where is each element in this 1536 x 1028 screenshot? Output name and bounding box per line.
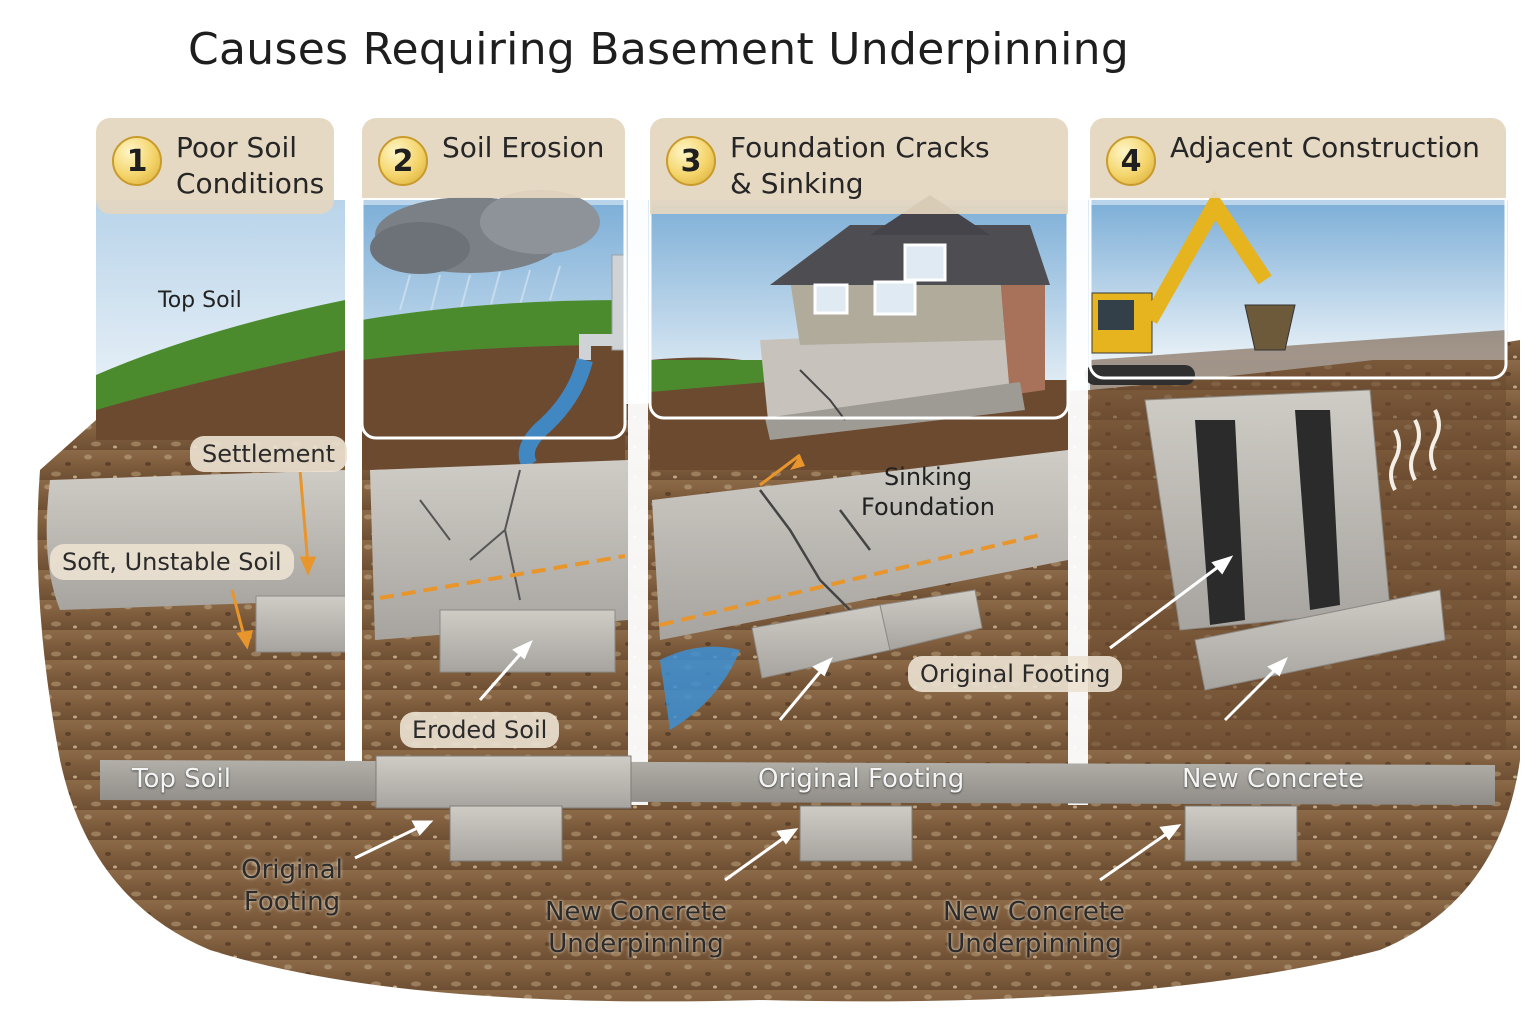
rain-cloud-icon: [370, 190, 600, 316]
label-settlement: Settlement: [190, 436, 348, 472]
excavator-icon: [1085, 189, 1296, 385]
band-label-new-concrete: New Concrete: [1182, 764, 1365, 794]
label-soft-soil: Soft, Unstable Soil: [50, 544, 294, 580]
panel-3-label: Foundation Cracks & Sinking: [730, 131, 990, 200]
band-label-original-footing: Original Footing: [758, 764, 965, 794]
diagram-title: Causes Requiring Basement Underpinning: [188, 24, 1130, 75]
label-original-footing: Original Footing: [241, 855, 343, 917]
house-icon: [760, 195, 1050, 440]
panel-2-header: 2 Soil Erosion: [362, 118, 625, 198]
panel-2-label: Soil Erosion: [442, 131, 605, 164]
label-eroded-soil: Eroded Soil: [400, 712, 560, 748]
panel-4-header: 4 Adjacent Construction: [1090, 118, 1506, 198]
heat-wave-icon: [1389, 409, 1441, 491]
panel-4-label: Adjacent Construction: [1170, 131, 1480, 164]
label-underpinning-2: New Concrete Underpinning: [942, 897, 1126, 959]
panel-2-number: 2: [378, 136, 428, 186]
label-sinking-foundation: Sinking Foundation: [861, 463, 995, 521]
panel-4-number: 4: [1106, 136, 1156, 186]
label-top-soil: Top Soil: [158, 288, 242, 313]
downspout-icon: [579, 254, 625, 360]
band-label-top-soil: Top Soil: [132, 764, 231, 794]
label-original-footing-panel4: Original Footing: [908, 656, 1123, 692]
panel-1-number: 1: [112, 136, 162, 186]
panel-1-label: Poor Soil Conditions: [176, 131, 325, 200]
panel-3-header: 3 Foundation Cracks & Sinking: [650, 118, 1068, 214]
panel-1-header: 1 Poor Soil Conditions: [96, 118, 334, 214]
label-underpinning-1: New Concrete Underpinning: [544, 897, 728, 959]
panel-3-number: 3: [666, 136, 716, 186]
